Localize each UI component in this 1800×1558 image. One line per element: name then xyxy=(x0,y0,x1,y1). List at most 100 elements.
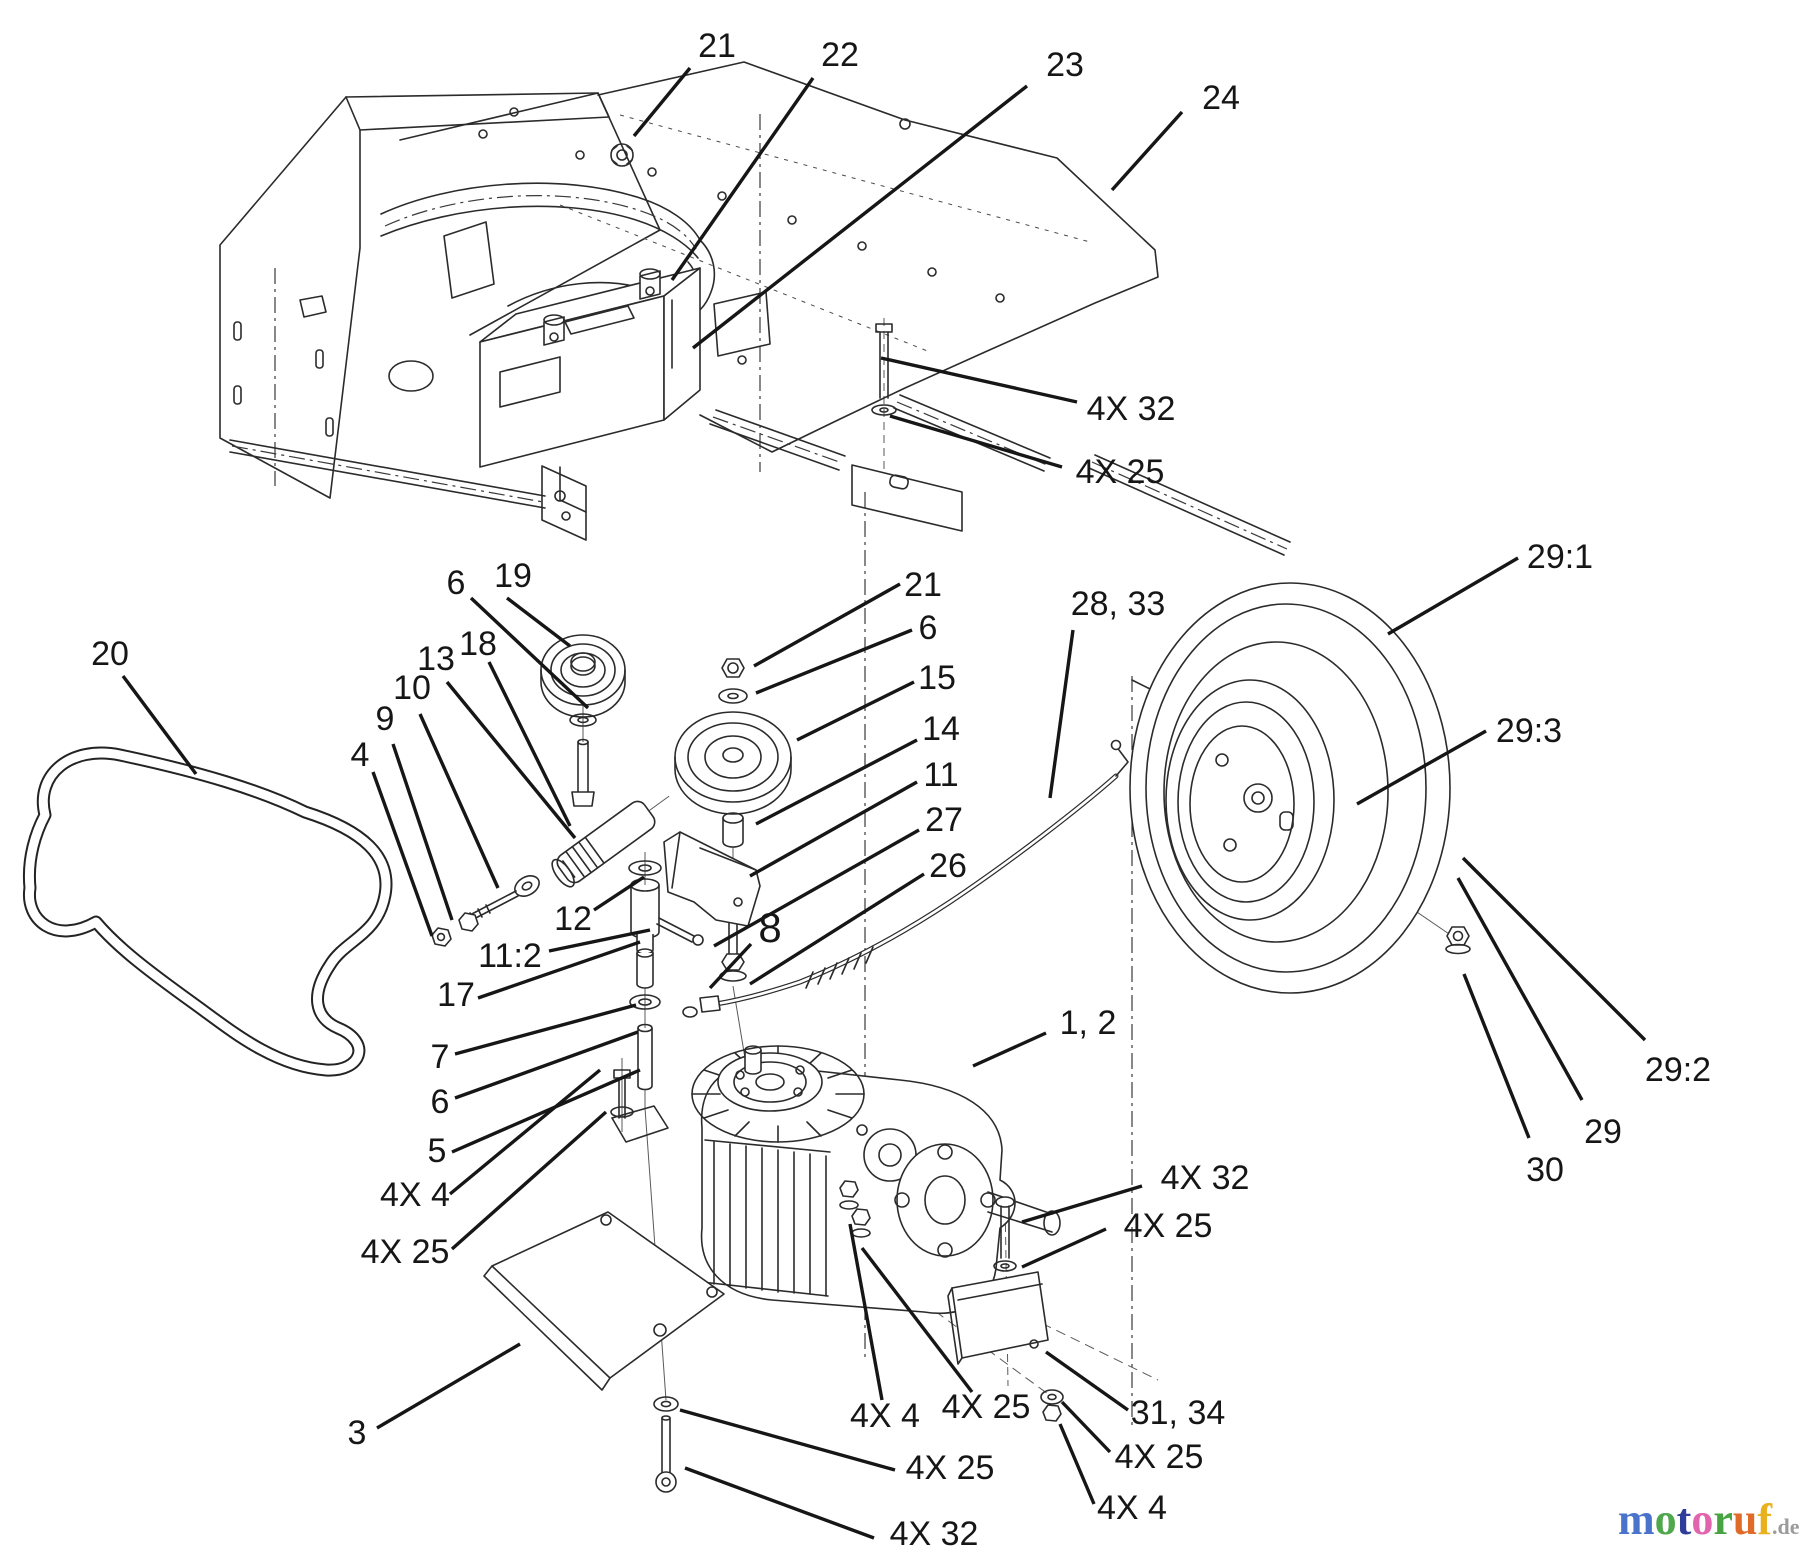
transaxle-1-2 xyxy=(691,1045,1064,1422)
leader-line-4x32-top xyxy=(880,356,1078,404)
rear-wheel-29 xyxy=(1129,582,1471,994)
leader-line-5 xyxy=(451,1068,641,1154)
watermark-letter: m xyxy=(1618,1495,1655,1544)
idler-arm-12 xyxy=(663,831,761,927)
callout-24: 24 xyxy=(1202,79,1240,117)
callout-26: 26 xyxy=(929,847,967,885)
leader-line-3 xyxy=(376,1342,521,1430)
leader-line-27 xyxy=(713,828,920,948)
cooling-fan xyxy=(691,1045,865,1143)
callout-13: 13 xyxy=(417,640,455,678)
leader-line-22 xyxy=(670,77,815,281)
watermark-suffix: .de xyxy=(1771,1514,1800,1539)
watermark-letter: u xyxy=(1732,1495,1758,1544)
callout-4x32-bl: 4X 32 xyxy=(890,1515,979,1553)
watermark-letter: t xyxy=(1676,1495,1692,1544)
spacer-tube-6 xyxy=(637,1023,653,1091)
leader-line-29-3 xyxy=(1356,729,1487,806)
locknut-4 xyxy=(431,927,452,947)
washer-under-pulley-6 xyxy=(569,713,597,727)
locknut-21 xyxy=(721,658,745,678)
callout-21-mid: 21 xyxy=(904,566,942,604)
leader-line-29 xyxy=(1456,877,1584,1101)
fastener-stack-bottom-right xyxy=(1040,1389,1064,1422)
flange-nut-21 xyxy=(610,143,634,167)
callout-9: 9 xyxy=(376,700,395,738)
mount-bolt-right xyxy=(993,1196,1017,1272)
leader-line-6-bot xyxy=(454,1030,639,1100)
v-idler-pulley-15 xyxy=(674,711,792,815)
callout-6-tl: 6 xyxy=(447,564,466,602)
shoulder-bolt-18 xyxy=(571,738,595,807)
washer-6 xyxy=(718,688,748,704)
pivot-washer xyxy=(628,860,662,876)
watermark-letter: o xyxy=(1654,1495,1677,1544)
drive-belt xyxy=(22,746,393,1077)
leader-line-14 xyxy=(755,738,918,826)
callout-4x25-top: 4X 25 xyxy=(1076,453,1165,491)
leader-line-17 xyxy=(477,940,641,1000)
leader-line-1-2 xyxy=(972,1031,1047,1068)
leader-line-6-mid xyxy=(755,628,913,695)
leader-line-4x25-br xyxy=(1060,1400,1112,1454)
leader-line-30 xyxy=(1462,973,1531,1139)
callout-22: 22 xyxy=(821,36,859,74)
leader-line-29-1 xyxy=(1387,556,1519,636)
wheel-rim-29-3 xyxy=(1165,679,1335,921)
mount-nuts-bottom xyxy=(839,1180,871,1238)
callout-4x4-bm: 4X 4 xyxy=(850,1397,920,1435)
leader-line-23 xyxy=(691,84,1029,350)
callout-14: 14 xyxy=(922,710,960,748)
leader-line-4x4-br xyxy=(1058,1423,1096,1505)
callout-11: 11 xyxy=(923,756,958,794)
leader-line-6-tl xyxy=(469,596,590,710)
link-rod-10 xyxy=(431,875,540,947)
leader-line-4x25-right xyxy=(1021,1227,1107,1269)
leader-line-11-2 xyxy=(548,928,651,953)
frame-assembly xyxy=(219,61,1291,556)
battery xyxy=(479,267,701,513)
callout-8: 8 xyxy=(758,904,781,951)
callout-4x25-br: 4X 25 xyxy=(1115,1438,1204,1476)
callout-27: 27 xyxy=(925,801,963,839)
callout-4x4-br: 4X 4 xyxy=(1097,1489,1167,1527)
brake-cover-31-34 xyxy=(947,1271,1049,1365)
cable-spring-26 xyxy=(805,946,874,989)
leader-line-20 xyxy=(121,674,198,776)
callout-4x4-left: 4X 4 xyxy=(380,1176,450,1214)
axle-nut-30 xyxy=(1445,926,1471,955)
callout-30: 30 xyxy=(1526,1151,1564,1189)
callout-5: 5 xyxy=(428,1132,447,1170)
leader-line-9 xyxy=(391,743,454,921)
leader-line-11 xyxy=(749,780,918,878)
axle-hub xyxy=(894,1143,1061,1258)
belt-guard-plate-3 xyxy=(483,1211,725,1391)
leader-line-4x32-right xyxy=(1021,1184,1143,1224)
damper-13 xyxy=(551,795,670,888)
callout-11-2: 11:2 xyxy=(478,937,542,975)
callout-20: 20 xyxy=(91,635,129,673)
leader-line-4x4-left xyxy=(448,1068,602,1196)
leader-line-4x25-left xyxy=(450,1110,608,1251)
callout-4x25-bm: 4X 25 xyxy=(942,1388,1031,1426)
leader-line-4x25-bm xyxy=(860,1246,974,1394)
callout-12: 12 xyxy=(554,900,592,938)
leader-line-29-2 xyxy=(1461,856,1647,1042)
callout-17: 17 xyxy=(437,976,475,1014)
callout-15: 15 xyxy=(918,659,956,697)
callout-29-2: 29:2 xyxy=(1645,1051,1711,1089)
callout-21-top: 21 xyxy=(698,27,736,65)
callout-23: 23 xyxy=(1046,46,1084,84)
callout-4x25-left: 4X 25 xyxy=(361,1233,450,1271)
battery-terminal-positive xyxy=(543,314,565,346)
leader-line-19 xyxy=(505,596,572,648)
callout-3: 3 xyxy=(348,1414,367,1452)
callout-6-mid: 6 xyxy=(919,609,938,647)
spacer-14 xyxy=(722,812,744,848)
motoruf-watermark-logo: motoruf.de xyxy=(1618,1498,1799,1549)
callout-4-left: 4 xyxy=(351,736,370,774)
callout-4x32-right: 4X 32 xyxy=(1161,1159,1250,1197)
